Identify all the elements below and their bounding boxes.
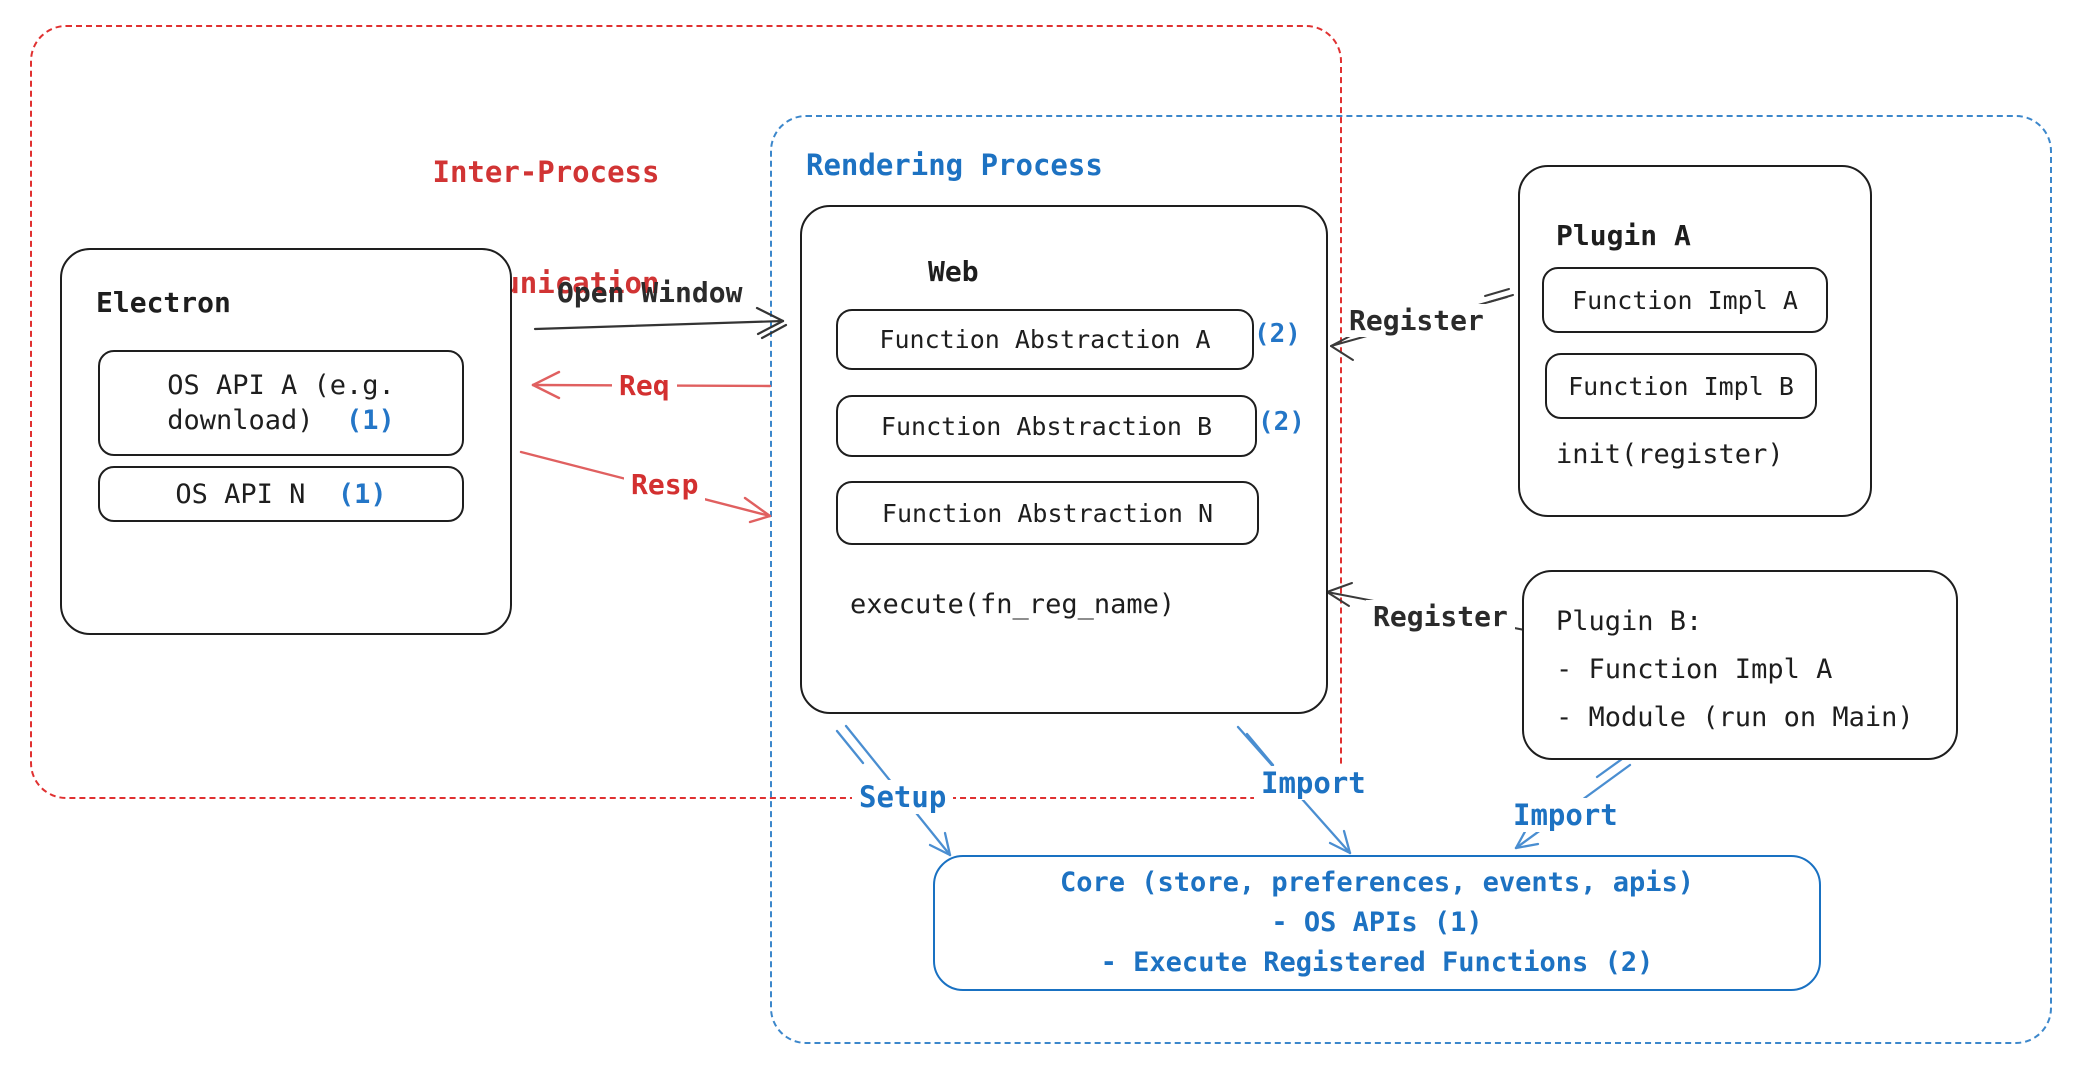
abstraction-b-ref: (2) [1258, 407, 1305, 437]
function-impl-b-box: Function Impl B [1545, 353, 1817, 419]
setup-label: Setup [852, 780, 954, 814]
function-abstraction-a-box: Function Abstraction A [836, 309, 1254, 370]
web-title: Web [928, 255, 979, 288]
resp-label: Resp [624, 468, 706, 501]
init-register-text: init(register) [1556, 439, 1784, 470]
os-api-a-line2: download) (1) [167, 405, 395, 436]
rendering-region-border [770, 115, 2052, 1044]
core-line1: Core (store, preferences, events, apis) [1060, 867, 1694, 898]
os-api-a-line1: OS API A (e.g. [167, 370, 395, 401]
web-box: Web Function Abstraction A Function Abst… [800, 205, 1328, 714]
rendering-region-label: Rendering Process [806, 148, 1103, 182]
electron-box: Electron OS API A (e.g. download) (1) OS… [60, 248, 512, 635]
import-right-label: Import [1506, 798, 1625, 832]
os-api-a-box: OS API A (e.g. download) (1) [98, 350, 464, 456]
plugin-a-title: Plugin A [1556, 219, 1691, 252]
core-line2: - OS APIs (1) [1271, 907, 1483, 938]
electron-title: Electron [96, 286, 231, 319]
ipc-label-line1: Inter-Process [432, 155, 660, 189]
core-line3: - Execute Registered Functions (2) [1100, 947, 1654, 978]
import-middle-label: Import [1254, 766, 1373, 800]
os-api-a-ref: (1) [346, 405, 395, 436]
plugin-b-item1: - Function Impl A [1556, 654, 1833, 685]
execute-text: execute(fn_reg_name) [850, 589, 1176, 620]
plugin-a-box: Plugin A Function Impl A Function Impl B… [1518, 165, 1872, 517]
os-api-n-box: OS API N (1) [98, 466, 464, 522]
plugin-b-box: Plugin B: - Function Impl A - Module (ru… [1522, 570, 1958, 760]
function-impl-a-box: Function Impl A [1542, 267, 1828, 333]
open-window-label: Open Window [557, 276, 743, 309]
plugin-b-title: Plugin B: [1556, 606, 1703, 637]
req-label: Req [612, 369, 677, 402]
ipc-region-border [30, 25, 1342, 799]
os-api-n-ref: (1) [337, 478, 387, 510]
function-abstraction-b-box: Function Abstraction B [836, 395, 1257, 457]
os-api-n-label: OS API N [175, 478, 306, 510]
plugin-b-item2: - Module (run on Main) [1556, 702, 1914, 733]
abstraction-a-ref: (2) [1254, 319, 1301, 349]
register-top-label: Register [1342, 304, 1491, 337]
register-bottom-label: Register [1366, 600, 1515, 633]
core-box: Core (store, preferences, events, apis) … [933, 855, 1821, 991]
function-abstraction-n-box: Function Abstraction N [836, 481, 1259, 545]
